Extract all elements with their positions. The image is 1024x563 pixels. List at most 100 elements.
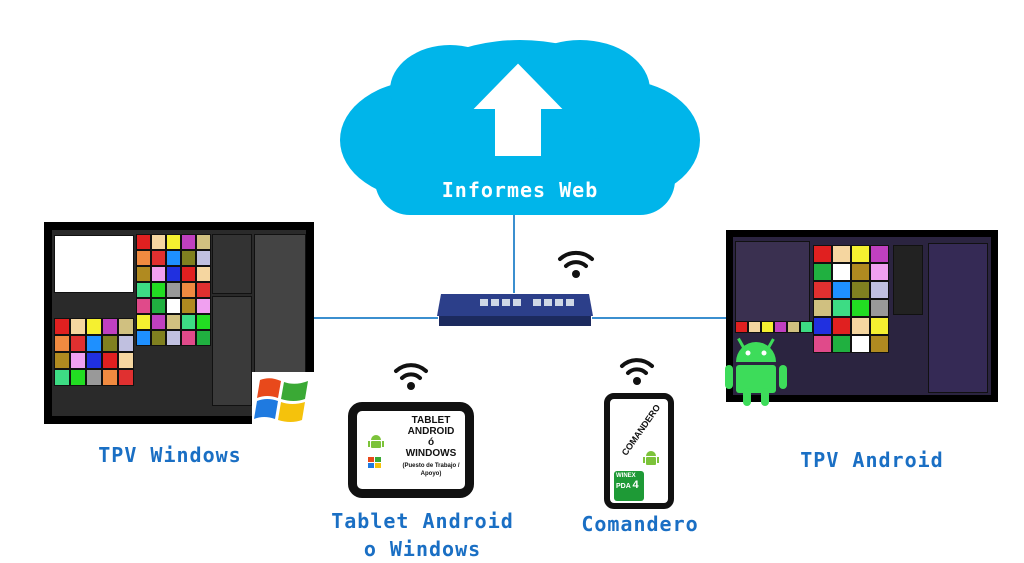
pos-tile <box>136 282 151 298</box>
pos-tile <box>102 335 118 352</box>
wifi-icon <box>558 250 594 278</box>
pos-tile <box>151 234 166 250</box>
pos-tile <box>86 352 102 369</box>
tablet-label: Tablet Android o Windows <box>310 507 535 563</box>
pos-tile <box>166 282 181 298</box>
cloud-label: Informes Web <box>441 178 599 202</box>
pos-tile <box>851 335 870 353</box>
pos-tile <box>832 299 851 317</box>
winex-pda-badge: WINEX PDA 4 <box>614 471 644 501</box>
tpv-android-label: TPV Android <box>800 448 944 472</box>
pos-tile <box>813 317 832 335</box>
pos-tile <box>118 369 134 386</box>
pos-tile <box>735 321 748 333</box>
pos-tile <box>870 299 889 317</box>
comandero-label: Comandero <box>581 512 699 536</box>
pos-panel <box>928 243 988 393</box>
pos-tile <box>118 352 134 369</box>
pos-tile <box>151 330 166 346</box>
pos-tile <box>851 281 870 299</box>
pos-tile <box>86 335 102 352</box>
pos-tile <box>102 318 118 335</box>
pos-tile <box>166 314 181 330</box>
pos-tile <box>181 250 196 266</box>
pos-tile <box>813 335 832 353</box>
pos-tile <box>196 266 211 282</box>
pos-tile <box>196 298 211 314</box>
badge-number: 4 <box>632 479 639 491</box>
badge-line: WINEX <box>616 473 636 479</box>
pos-tile <box>832 245 851 263</box>
pos-tile <box>181 234 196 250</box>
pos-tile <box>70 335 86 352</box>
pos-tile <box>136 266 151 282</box>
pos-tile <box>118 335 134 352</box>
wifi-icon <box>620 358 654 385</box>
pos-tile <box>151 250 166 266</box>
pos-tile <box>774 321 787 333</box>
pos-tile <box>54 369 70 386</box>
cloud <box>340 40 700 215</box>
pos-tile <box>813 245 832 263</box>
pos-tile <box>832 317 851 335</box>
pos-tile <box>813 263 832 281</box>
tablet-device: TABLET ANDROID ó WINDOWS (Puesto de Trab… <box>348 402 474 498</box>
pos-tile <box>181 298 196 314</box>
pos-tile <box>748 321 761 333</box>
pos-tile <box>851 299 870 317</box>
pos-tile <box>832 263 851 281</box>
tablet-title-line: WINDOWS <box>405 448 457 459</box>
pos-panel <box>893 245 923 315</box>
pos-tile <box>151 298 166 314</box>
pos-tile <box>136 234 151 250</box>
pos-tile <box>166 250 181 266</box>
pos-tile <box>118 318 134 335</box>
pos-tile <box>102 369 118 386</box>
pos-tile <box>787 321 800 333</box>
pos-tile <box>196 250 211 266</box>
pos-tile <box>70 318 86 335</box>
pos-tile <box>136 330 151 346</box>
pos-tile <box>800 321 813 333</box>
pos-tile <box>166 266 181 282</box>
pos-tile <box>813 299 832 317</box>
tablet-title-line: TABLET <box>411 415 451 426</box>
pos-tile <box>813 281 832 299</box>
windows-logo-icon <box>368 457 381 468</box>
pos-tile <box>870 263 889 281</box>
windows-logo-icon <box>252 372 314 428</box>
pos-tile <box>870 245 889 263</box>
pos-tile <box>70 369 86 386</box>
pos-tile <box>832 281 851 299</box>
network-switch-icon <box>437 294 593 326</box>
pos-tile <box>151 314 166 330</box>
android-logo-icon <box>725 337 787 406</box>
pos-tile <box>870 281 889 299</box>
comandero-device: COMANDERO WINEX PDA 4 <box>604 393 674 509</box>
pos-tile <box>54 352 70 369</box>
pos-tile <box>181 314 196 330</box>
tablet-label-line: Tablet Android <box>331 509 514 533</box>
pos-tile <box>86 318 102 335</box>
pos-tile <box>832 335 851 353</box>
pos-panel <box>212 296 252 406</box>
pos-tile <box>166 234 181 250</box>
wifi-icon <box>394 363 428 390</box>
upload-arrow-icon <box>473 63 563 156</box>
pos-tile <box>102 352 118 369</box>
pos-tile <box>86 369 102 386</box>
tablet-title-line: ó <box>427 437 435 448</box>
android-logo-icon <box>368 435 384 448</box>
pos-tile <box>151 266 166 282</box>
pos-panel <box>735 241 810 331</box>
tablet-subtitle: (Puesto de Trabajo / Apoyo) <box>402 463 460 477</box>
pos-panel <box>54 235 134 293</box>
badge-line: PDA <box>616 483 631 490</box>
pos-tile <box>851 245 870 263</box>
pos-tile <box>54 318 70 335</box>
pos-tile <box>870 335 889 353</box>
tablet-label-line: o Windows <box>363 537 482 561</box>
pos-tile <box>196 234 211 250</box>
pos-tile <box>761 321 774 333</box>
pos-tile <box>196 314 211 330</box>
